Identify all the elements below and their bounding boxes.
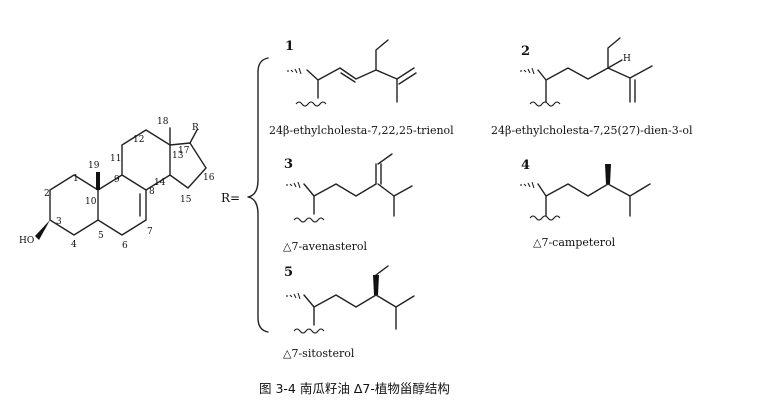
compound-2-number: 2 <box>521 44 530 59</box>
compound-2-name: 24β-ethylcholesta-7,25(27)-dien-3-ol <box>491 124 693 137</box>
atom-number-13: 13 <box>172 151 184 161</box>
compound-5-structure: 5 △7-sitosterol <box>283 265 415 360</box>
large-brace <box>247 57 269 333</box>
atom-number-10: 10 <box>85 197 97 207</box>
atom-number-15: 15 <box>180 195 192 205</box>
compound-3-structure: 3 △7-avenasterol <box>283 153 413 253</box>
atom-number-1: 1 <box>73 174 79 184</box>
core-atom-numbers: 1 2 3 4 5 6 7 8 9 10 11 12 13 14 15 16 1… <box>19 117 215 251</box>
ho-label: HO <box>19 236 34 246</box>
compound-4-structure: 4 △7-campeterol <box>520 158 651 249</box>
compound-3-name: △7-avenasterol <box>283 240 368 253</box>
atom-number-12: 12 <box>133 135 144 145</box>
compound-2-h-label: H <box>623 54 631 64</box>
atom-number-18: 18 <box>157 117 169 127</box>
figure-caption: 图 3-4 南瓜籽油 Δ7-植物甾醇结构 <box>259 381 450 396</box>
r-label: R <box>192 123 199 133</box>
atom-number-4: 4 <box>71 240 77 250</box>
atom-number-14: 14 <box>154 178 166 188</box>
atom-number-3: 3 <box>56 217 62 227</box>
atom-number-2: 2 <box>44 189 50 199</box>
compound-4-name: △7-campeterol <box>533 236 616 249</box>
atom-number-16: 16 <box>203 173 215 183</box>
atom-number-8: 8 <box>149 187 155 197</box>
compound-5-name: △7-sitosterol <box>283 347 355 360</box>
atom-number-11: 11 <box>110 154 121 164</box>
atom-number-6: 6 <box>122 241 128 251</box>
compound-1-number: 1 <box>285 39 294 54</box>
atom-number-19: 19 <box>88 161 100 171</box>
compound-4-number: 4 <box>521 158 530 173</box>
atom-number-5: 5 <box>98 231 104 241</box>
compound-3-number: 3 <box>284 157 293 172</box>
atom-number-7: 7 <box>147 227 153 237</box>
atom-number-9: 9 <box>114 175 120 185</box>
compound-1-structure: 1 24β-ethylcholesta-7,22,25-trienol <box>269 39 454 137</box>
r-equals-label: R= <box>221 191 240 205</box>
steroid-core-structure <box>35 127 207 240</box>
compound-1-name: 24β-ethylcholesta-7,22,25-trienol <box>269 124 454 137</box>
compound-2-structure: 2 H 24β-ethylcholesta-7,25(27)-dien-3-ol <box>491 37 693 137</box>
atom-number-17: 17 <box>178 146 190 156</box>
compound-5-number: 5 <box>284 265 293 280</box>
